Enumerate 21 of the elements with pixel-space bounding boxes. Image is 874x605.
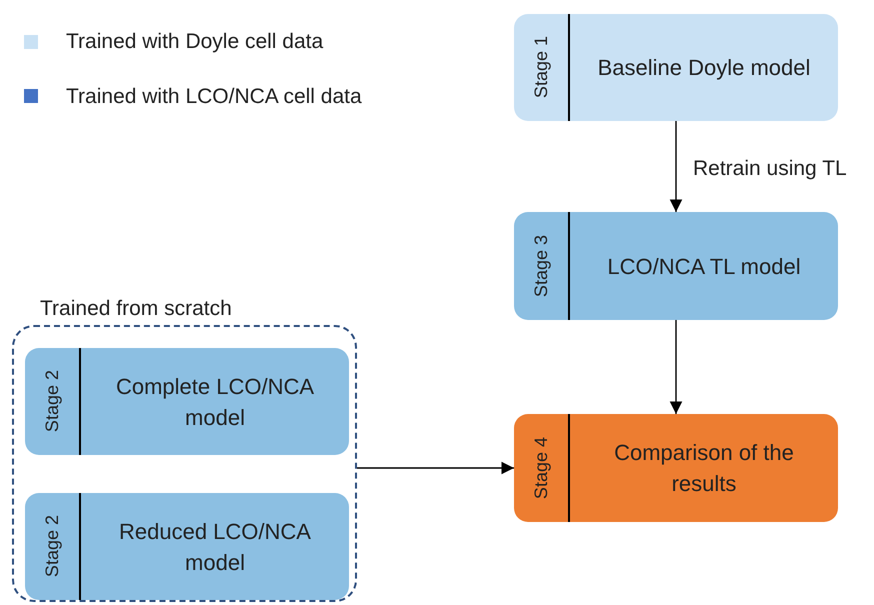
stage-description: Comparison of the results bbox=[613, 439, 795, 498]
legend-text: Trained with LCO/NCA cell data bbox=[66, 84, 362, 110]
stage-box bbox=[514, 212, 838, 320]
stage-description: LCO/NCA TL model bbox=[607, 252, 801, 280]
legend-text: Trained with Doyle cell data bbox=[66, 29, 324, 55]
stage-box bbox=[514, 414, 838, 522]
stage-label: Stage 2 bbox=[40, 370, 63, 433]
stage-label: Stage 3 bbox=[530, 234, 552, 298]
stage-box bbox=[25, 493, 349, 600]
arrow bbox=[357, 462, 514, 474]
group-heading: Trained from scratch bbox=[40, 296, 232, 322]
stage-description: Complete LCO/NCA model bbox=[114, 372, 316, 432]
arrow bbox=[670, 121, 682, 212]
stage-box bbox=[25, 348, 349, 455]
stage-label: Stage 2 bbox=[40, 515, 63, 578]
stage-box bbox=[514, 14, 838, 121]
stage-description: Baseline Doyle model bbox=[598, 54, 810, 82]
arrow bbox=[670, 320, 682, 414]
stage-description: Reduced LCO/NCA model bbox=[118, 518, 312, 576]
stage-label: Stage 1 bbox=[530, 36, 552, 99]
stage-label: Stage 4 bbox=[530, 436, 552, 500]
